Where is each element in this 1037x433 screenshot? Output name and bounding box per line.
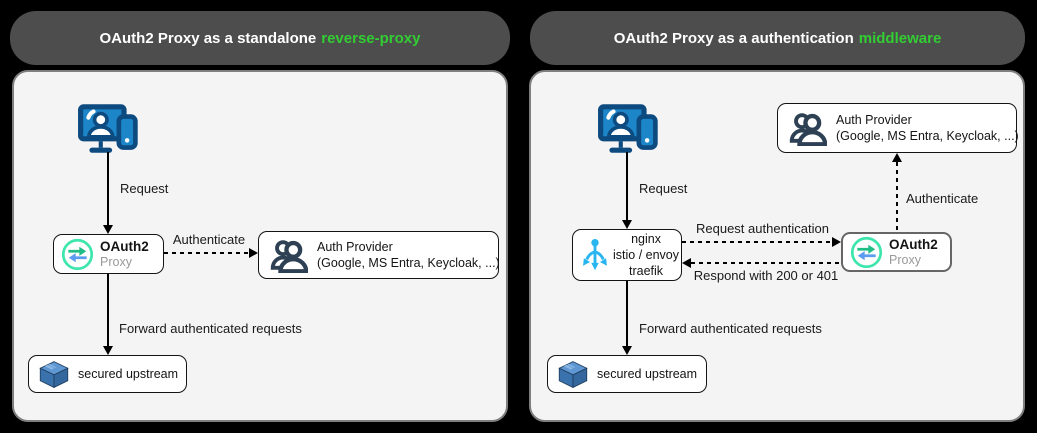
user-devices-icon xyxy=(77,103,139,155)
forward-arrowhead xyxy=(622,346,632,355)
header-right-prefix: OAuth2 Proxy as a authentication xyxy=(613,29,854,47)
header-left-highlight: reverse-proxy xyxy=(321,29,421,47)
request-label: Request xyxy=(639,181,688,196)
auth-provider-people-icon xyxy=(270,237,308,273)
oauth2-proxy-logo-icon xyxy=(61,238,94,271)
forward-label: Forward authenticated requests xyxy=(639,321,822,336)
forward-label: Forward authenticated requests xyxy=(119,321,302,336)
ingress-proxy-node: nginx istio / envoy traefik xyxy=(572,229,682,281)
secured-upstream-node: secured upstream xyxy=(28,355,187,393)
authenticate-arrowhead xyxy=(249,248,258,258)
header-left-prefix: OAuth2 Proxy as a standalone xyxy=(99,29,317,47)
request-label: Request xyxy=(120,181,169,196)
auth-provider-node: Auth Provider (Google, MS Entra, Keycloa… xyxy=(258,231,500,279)
oauth2-title: OAuth2 xyxy=(100,239,149,254)
forward-arrow-line xyxy=(626,281,628,346)
respond-arrowhead xyxy=(682,258,691,268)
request-arrowhead xyxy=(622,220,632,229)
authenticate-arrow-line xyxy=(164,252,249,254)
auth-provider-people-icon xyxy=(789,110,827,146)
panel-auth-middleware: Request nginx istio / envoy traefik Requ… xyxy=(529,70,1025,422)
ingress-proxy-line-1: nginx xyxy=(631,232,661,246)
forward-arrowhead xyxy=(103,346,113,355)
request-authentication-arrow-line xyxy=(682,241,833,243)
user-devices-icon xyxy=(597,103,659,155)
package-cube-icon xyxy=(558,360,588,389)
request-arrow-line xyxy=(626,152,628,220)
load-balancer-icon xyxy=(581,237,609,273)
authenticate-arrowhead xyxy=(892,153,902,162)
oauth2-proxy-node: OAuth2 Proxy xyxy=(53,234,164,274)
request-authentication-label: Request authentication xyxy=(696,221,829,236)
oauth2-proxy-logo-icon xyxy=(850,236,883,269)
respond-arrow-line xyxy=(691,262,841,264)
auth-provider-title: Auth Provider xyxy=(317,240,393,254)
secured-upstream-node: secured upstream xyxy=(547,355,707,393)
ingress-proxy-line-2: istio / envoy xyxy=(613,248,680,262)
oauth2-proxy-node: OAuth2 Proxy xyxy=(841,232,952,272)
panel-standalone-reverse-proxy: Request OAuth2 Proxy Authenticate xyxy=(12,70,508,422)
auth-provider-subtitle: (Google, MS Entra, Keycloak, ...) xyxy=(836,129,1019,143)
oauth2-subtitle: Proxy xyxy=(889,253,921,267)
secured-upstream-label: secured upstream xyxy=(78,367,179,381)
auth-provider-node: Auth Provider (Google, MS Entra, Keycloa… xyxy=(777,103,1019,153)
package-cube-icon xyxy=(39,360,69,389)
request-arrow-line xyxy=(107,152,109,226)
ingress-proxy-line-3: traefik xyxy=(628,264,664,278)
oauth2-subtitle: Proxy xyxy=(100,255,132,269)
forward-arrow-line xyxy=(107,274,109,346)
authenticate-label: Authenticate xyxy=(172,232,246,247)
oauth2-title: OAuth2 xyxy=(889,237,938,252)
request-arrowhead xyxy=(103,225,113,234)
authenticate-label: Authenticate xyxy=(906,191,979,206)
authenticate-arrow-line xyxy=(896,162,898,232)
secured-upstream-label: secured upstream xyxy=(597,367,698,381)
auth-provider-title: Auth Provider xyxy=(836,113,912,127)
auth-provider-subtitle: (Google, MS Entra, Keycloak, ...) xyxy=(317,256,500,270)
request-authentication-arrowhead xyxy=(832,237,841,247)
respond-label: Respond with 200 or 401 xyxy=(693,268,839,283)
header-right-highlight: middleware xyxy=(858,29,942,47)
